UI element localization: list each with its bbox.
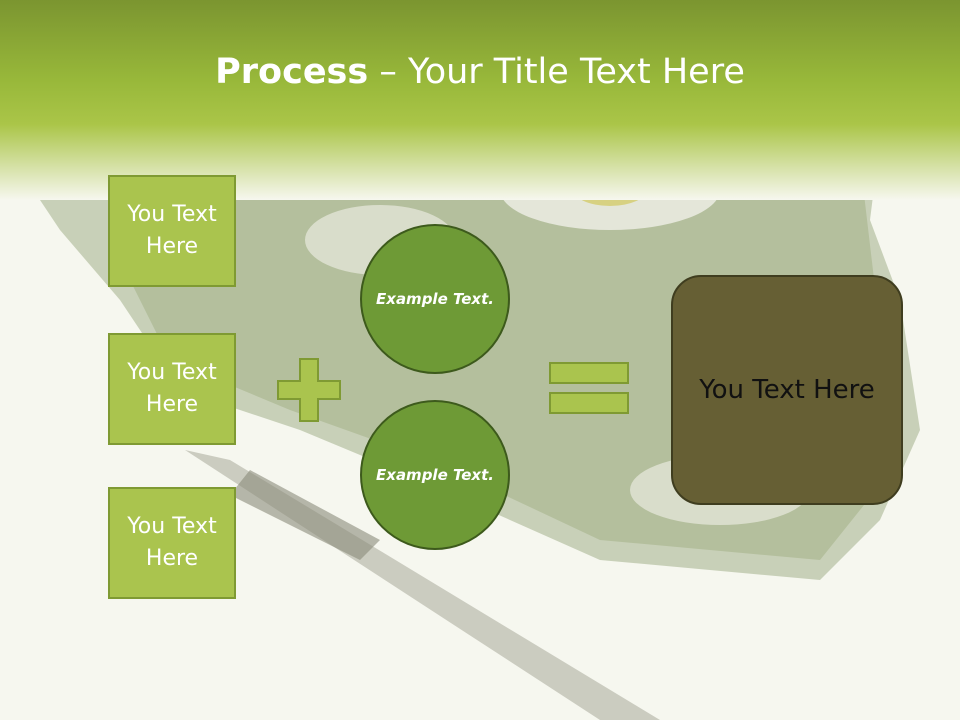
title-bold: Process <box>215 52 369 92</box>
input-box-label: You Text Here <box>127 514 217 571</box>
plus-icon <box>277 358 341 422</box>
slide-title: Process – Your Title Text Here <box>0 52 960 92</box>
input-box-label: You Text Here <box>127 360 217 417</box>
operand-label: Example Text. <box>376 289 494 308</box>
operand-circle-1[interactable]: Example Text. <box>360 224 510 374</box>
operand-circle-2[interactable]: Example Text. <box>360 400 510 550</box>
equals-icon <box>549 362 629 414</box>
input-box-1[interactable]: You Text Here <box>108 175 236 287</box>
operand-label: Example Text. <box>376 465 494 484</box>
result-label: You Text Here <box>699 375 875 405</box>
title-rest: – Your Title Text Here <box>368 52 745 92</box>
input-box-3[interactable]: You Text Here <box>108 487 236 599</box>
input-box-label: You Text Here <box>127 202 217 259</box>
input-box-2[interactable]: You Text Here <box>108 333 236 445</box>
title-band <box>0 0 960 200</box>
result-box[interactable]: You Text Here <box>671 275 903 505</box>
